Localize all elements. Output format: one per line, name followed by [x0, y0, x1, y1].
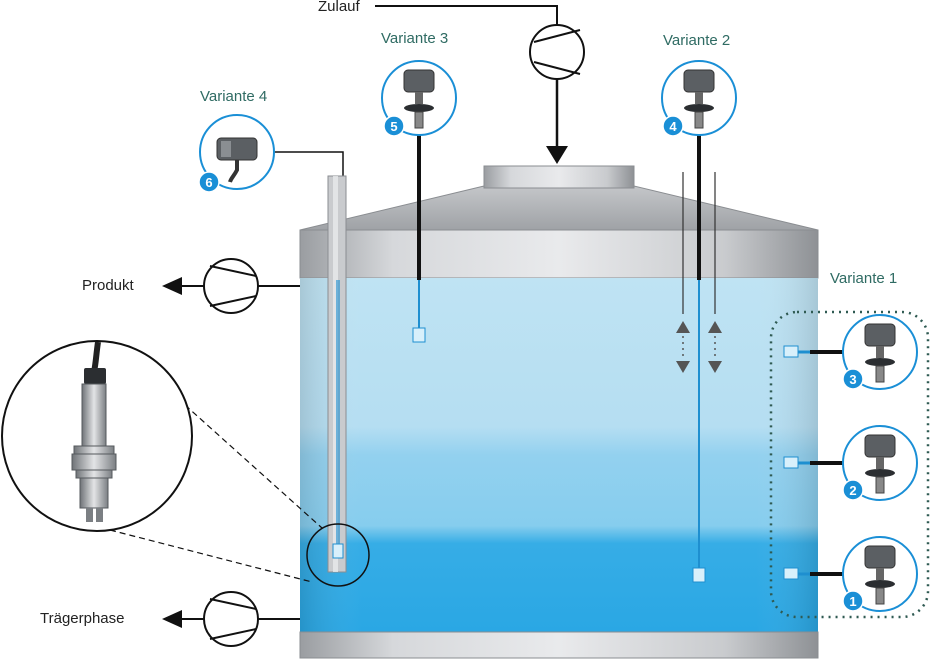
- sensor-head-icon-v4: [199, 114, 275, 190]
- sensor-detail-zoom: [1, 340, 193, 532]
- sensor-head-icon-v3: [381, 60, 457, 136]
- badge-5: 5: [383, 115, 405, 137]
- produkt-pump-icon: [203, 258, 259, 314]
- badge-4: 4: [662, 115, 684, 137]
- traegerphase-label: Trägerphase: [40, 610, 125, 627]
- variante1-label: Variante 1: [830, 270, 898, 287]
- zulauf-label: Zulauf: [318, 0, 360, 15]
- variante1-frame: [769, 310, 930, 619]
- sensor-head-icon-v1-2: [842, 425, 918, 501]
- sensor-head-icon-v2: [661, 60, 737, 136]
- tank-body: [299, 229, 819, 659]
- sensor-head-icon-v1-1: [842, 536, 918, 612]
- traegerphase-pump-icon: [203, 591, 259, 647]
- svg-text:1: 1: [849, 594, 856, 609]
- variante3-probe: [412, 128, 426, 343]
- variante4-probe: [274, 151, 347, 573]
- svg-text:2: 2: [849, 483, 856, 498]
- produkt-label: Produkt: [82, 277, 134, 294]
- tank-roof: [299, 165, 819, 231]
- badge-1: 1: [842, 590, 864, 612]
- variante4-label: Variante 4: [200, 88, 268, 105]
- zulauf-pump-icon: [529, 24, 585, 80]
- produkt-outlet: [162, 277, 300, 295]
- variante2-adjust-arrows: [676, 172, 722, 373]
- svg-text:6: 6: [205, 175, 212, 190]
- svg-text:4: 4: [669, 119, 677, 134]
- traegerphase-outlet: [162, 610, 300, 628]
- svg-text:5: 5: [390, 119, 397, 134]
- svg-text:3: 3: [849, 372, 856, 387]
- badge-2: 2: [842, 479, 864, 501]
- zulauf-line: [375, 5, 568, 164]
- variante3-label: Variante 3: [381, 30, 449, 47]
- badge-3: 3: [842, 368, 864, 390]
- magnifier-circle: [109, 404, 370, 587]
- variante2-probe: [692, 128, 706, 583]
- sensor-head-icon-v1-3: [842, 314, 918, 390]
- variante2-label: Variante 2: [663, 32, 731, 49]
- badge-6: 6: [198, 171, 220, 193]
- variante1-side-probes: [783, 345, 845, 580]
